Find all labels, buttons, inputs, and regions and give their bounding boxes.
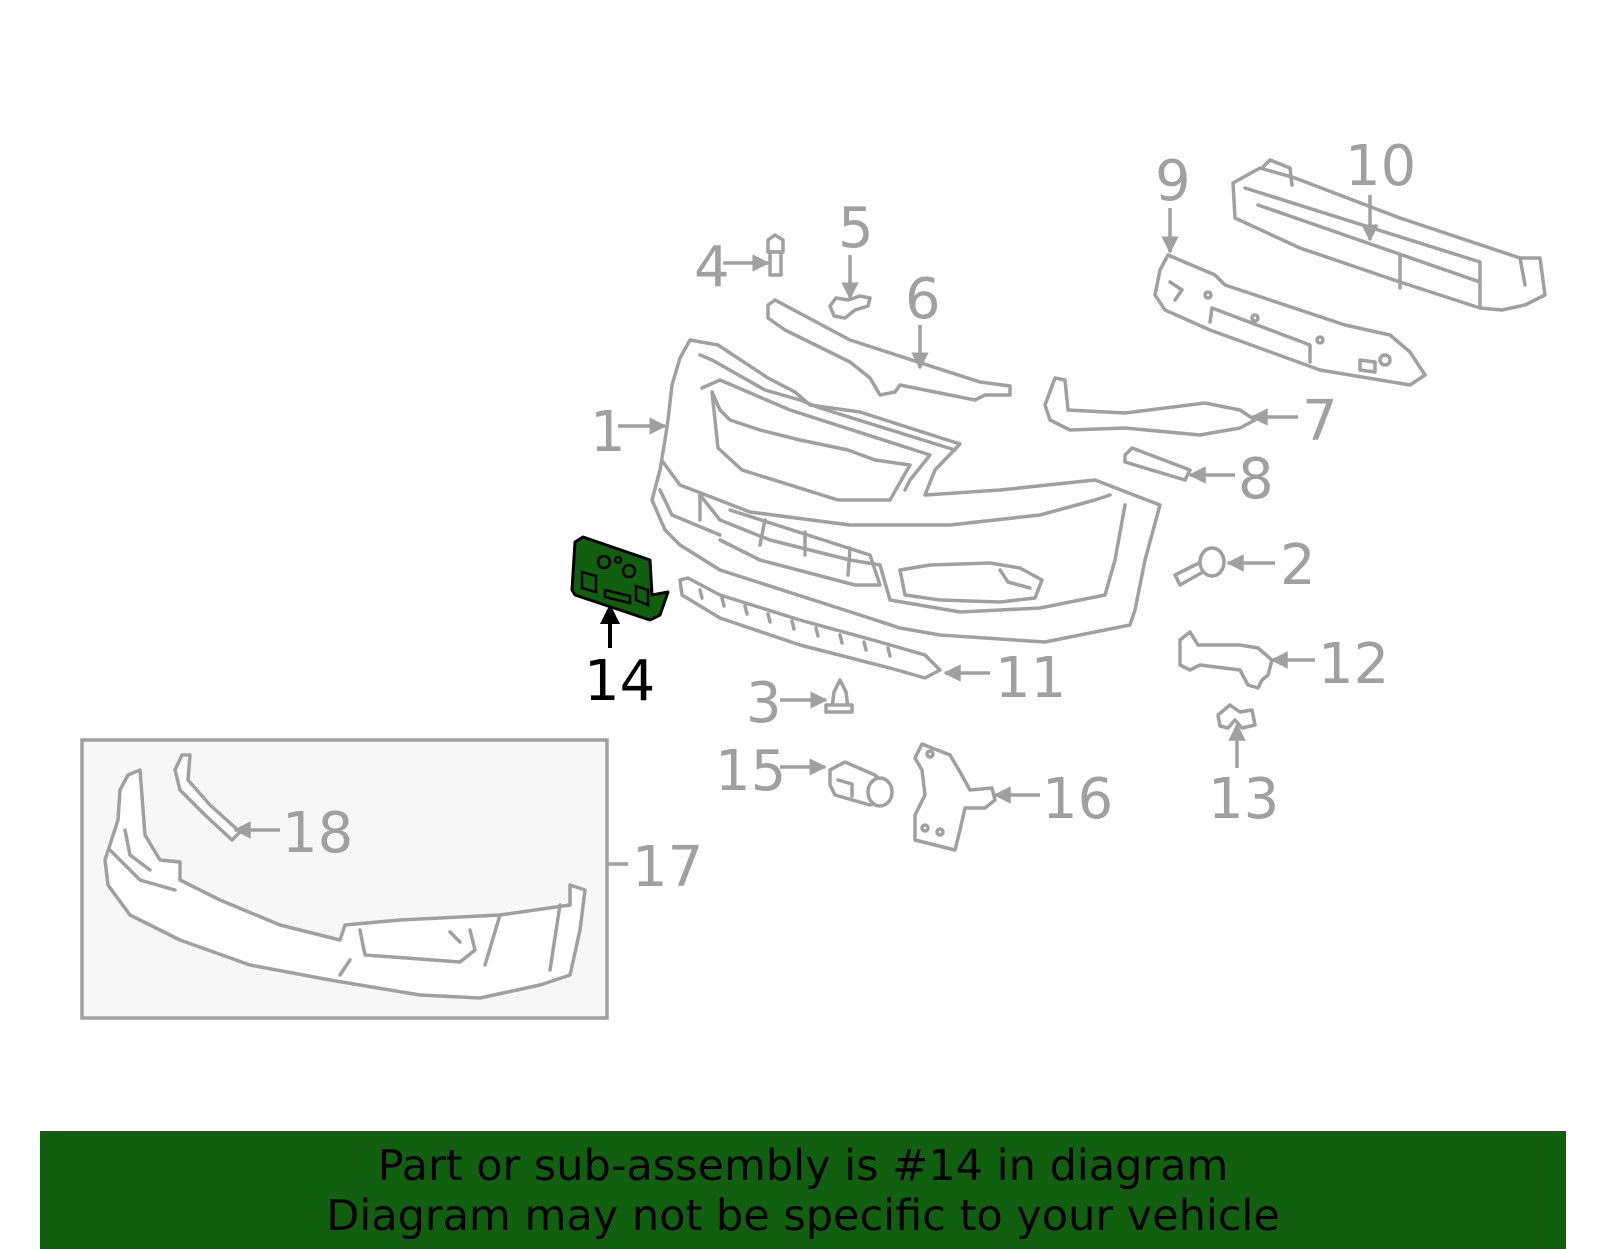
- callout-10: 10: [1345, 134, 1416, 199]
- part-9-energy-absorber: [1153, 253, 1427, 387]
- part-12-side-bracket: [1178, 630, 1274, 690]
- part-16-sensor-bracket: [913, 742, 997, 852]
- inset-box: [80, 738, 609, 1020]
- callout-8: 8: [1238, 447, 1274, 512]
- part-4-bolt: [766, 233, 785, 277]
- info-banner: Part or sub-assembly is #14 in diagram D…: [40, 1131, 1566, 1249]
- part-14-license-plate-bracket[interactable]: [570, 535, 670, 622]
- callout-13: 13: [1208, 767, 1279, 832]
- part-13-clip: [1216, 703, 1257, 730]
- callout-17: 17: [632, 835, 703, 900]
- banner-line-1: Part or sub-assembly is #14 in diagram: [377, 1141, 1229, 1191]
- part-11-lower-strip: [678, 576, 942, 680]
- callout-6: 6: [905, 267, 941, 332]
- callout-12: 12: [1318, 632, 1389, 697]
- callout-15: 15: [715, 739, 786, 804]
- callout-2: 2: [1280, 533, 1316, 598]
- part-15-sensor: [828, 760, 894, 808]
- part-8-trim-strip: [1123, 446, 1192, 482]
- callout-9: 9: [1155, 149, 1191, 214]
- part-7-side-bracket: [1043, 376, 1257, 437]
- callouts: 1 2 3 4 5 6 7 8 9 10 11 12 13 14 15 16 1: [233, 134, 1416, 900]
- callout-14[interactable]: 14: [584, 649, 655, 714]
- callout-18: 18: [282, 801, 353, 866]
- callout-3: 3: [746, 671, 782, 736]
- callout-7: 7: [1302, 389, 1338, 454]
- callout-16: 16: [1042, 767, 1113, 832]
- part-5-screw: [828, 294, 872, 320]
- callout-1: 1: [590, 400, 626, 465]
- part-3-push-clip: [824, 678, 854, 714]
- callout-4: 4: [694, 235, 730, 300]
- callout-11: 11: [995, 646, 1066, 711]
- part-6-upper-molding: [766, 298, 1012, 402]
- part-10-bumper-reinforcement: [1231, 158, 1547, 312]
- banner-line-2: Diagram may not be specific to your vehi…: [326, 1191, 1280, 1241]
- part-1-bumper-cover: [650, 338, 1162, 644]
- part-2-screw: [1173, 546, 1226, 587]
- callout-5: 5: [838, 196, 874, 261]
